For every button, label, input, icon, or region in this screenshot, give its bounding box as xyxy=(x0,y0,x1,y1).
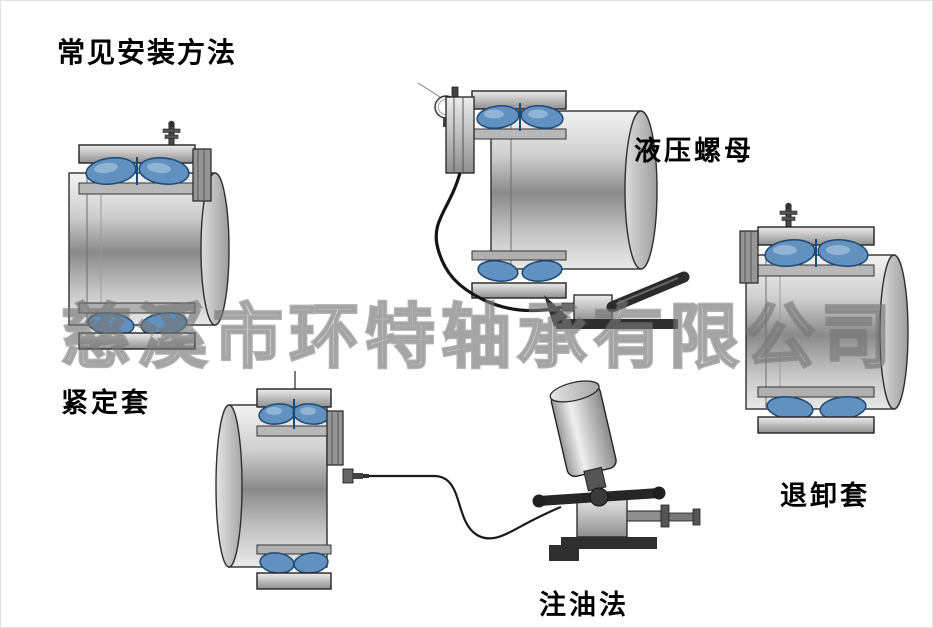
hydraulic-nut-illustration xyxy=(417,82,690,329)
label-adapter-sleeve: 紧定套 xyxy=(61,388,151,419)
oil-injection-illustration xyxy=(215,371,701,590)
label-hydraulic-nut: 液压螺母 xyxy=(634,136,754,167)
hydraulic-nut-figure xyxy=(416,81,716,339)
adapter-sleeve-figure xyxy=(51,119,246,354)
hydraulic-nut-body xyxy=(445,86,475,174)
bearing-cross-section xyxy=(739,226,875,434)
hydraulic-hose xyxy=(434,172,563,313)
shaft-cylinder xyxy=(68,172,230,326)
oil-fitting-icon xyxy=(342,468,369,484)
bearing-cross-section xyxy=(471,90,567,299)
page-title: 常见安装方法 xyxy=(57,36,238,69)
oil-injector-illustration xyxy=(532,380,701,561)
oil-injection-figure xyxy=(199,369,704,597)
withdrawal-sleeve-figure xyxy=(726,197,921,449)
adapter-sleeve-bearing-illustration xyxy=(68,120,230,350)
grease-fitting-icon xyxy=(162,120,181,150)
bearing-cross-section xyxy=(256,388,344,590)
hand-pump-illustration xyxy=(544,271,690,329)
withdrawal-sleeve-bearing-illustration xyxy=(739,202,909,434)
bearing-cross-section xyxy=(78,144,212,350)
label-oil-injection: 注油法 xyxy=(539,590,629,621)
oil-tube xyxy=(369,474,562,540)
shaft-cylinder xyxy=(745,254,909,410)
label-withdrawal-sleeve: 退卸套 xyxy=(780,481,870,512)
